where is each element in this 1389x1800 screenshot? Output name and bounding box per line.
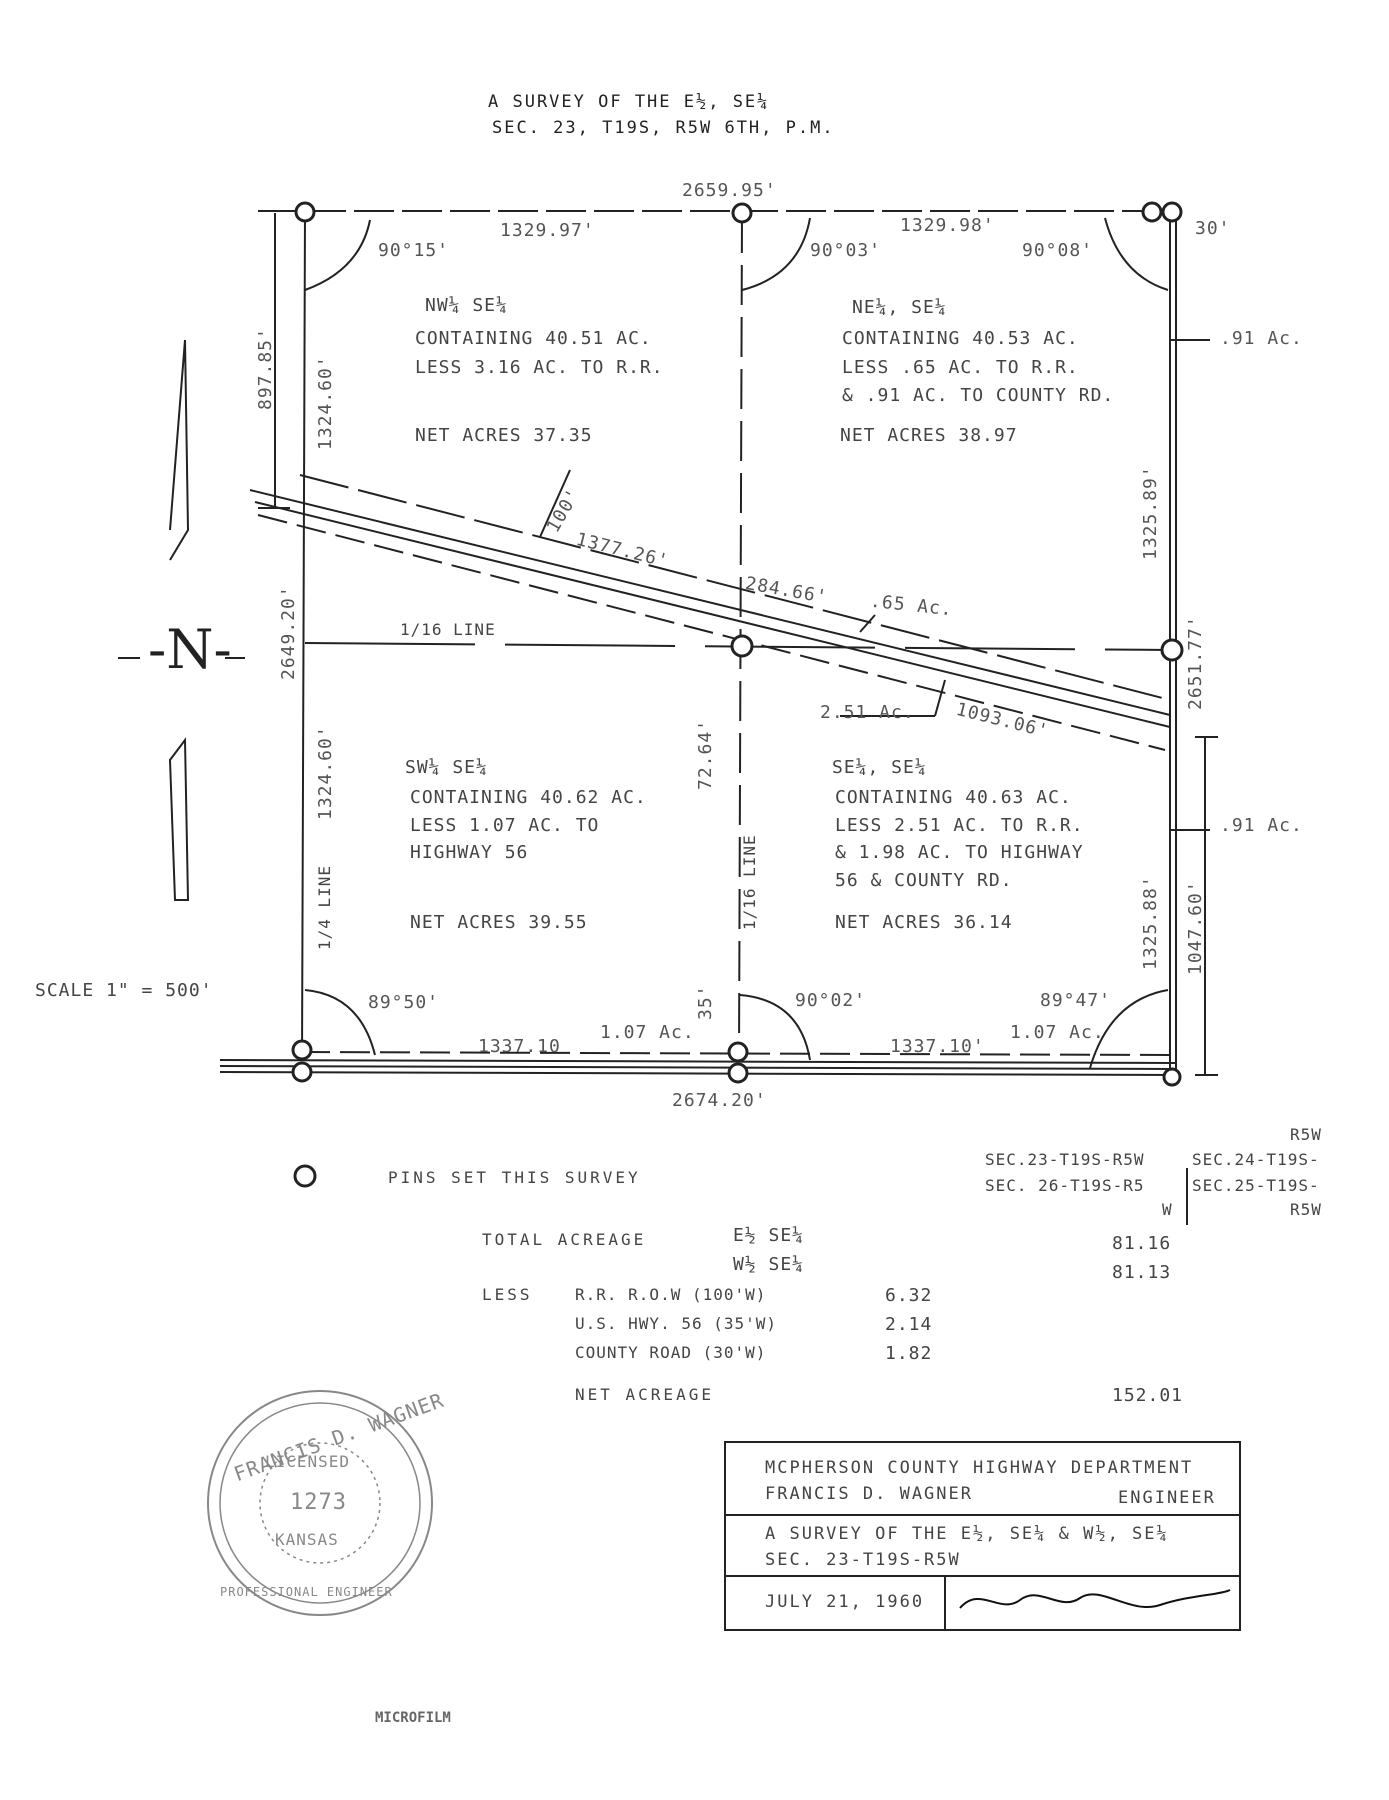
dim-top-offset: 30' <box>1195 218 1231 239</box>
plat-title-line1: A SURVEY OF THE E½, SE¼ <box>488 92 770 112</box>
title-block-survey-line2: SEC. 23-T19S-R5W <box>765 1550 961 1570</box>
angle-s-mid: 90°02' <box>795 990 867 1011</box>
acreage-county-value: 1.82 <box>885 1343 933 1364</box>
title-block-dept: MCPHERSON COUNTY HIGHWAY DEPARTMENT <box>765 1458 1194 1478</box>
quarter-se-less2: & 1.98 AC. TO HIGHWAY <box>835 842 1084 863</box>
plat-title-line2: SEC. 23, T19S, R5W 6TH, P.M. <box>492 118 835 138</box>
quarter-line-label: 1/4 LINE <box>315 864 334 950</box>
signature <box>959 1589 1231 1609</box>
quarter-ne-name: NE¼, SE¼ <box>852 297 947 318</box>
acreage-net-value: 152.01 <box>1112 1385 1184 1406</box>
acreage-less-label: LESS <box>482 1285 533 1304</box>
dim-hwy-35: 35' <box>695 984 716 1020</box>
microfilm-stamp: MICROFILM <box>375 1710 451 1726</box>
angle-ne: 90°08' <box>1022 240 1094 261</box>
quarter-se-name: SE¼, SE¼ <box>832 757 927 778</box>
angle-sw: 89°50' <box>368 992 440 1013</box>
quarter-ne-containing: CONTAINING 40.53 AC. <box>842 328 1079 349</box>
dim-left-lower: 1324.60' <box>315 725 336 820</box>
dim-left-upper-outer: 897.85' <box>255 327 276 410</box>
quarter-se-less3: 56 & COUNTY RD. <box>835 870 1013 891</box>
quarter-se-net: NET ACRES 36.14 <box>835 912 1013 933</box>
quarter-sw-less1: LESS 1.07 AC. TO <box>410 815 600 836</box>
seal-number: 1273 <box>290 1490 347 1515</box>
dim-mid-vertical: 72.64' <box>695 718 716 790</box>
section-25: SEC.25-T19S- <box>1192 1176 1320 1195</box>
legend-pins: PINS SET THIS SURVEY <box>388 1168 641 1187</box>
acreage-rr-value: 6.32 <box>885 1285 933 1306</box>
scale-label: SCALE 1" = 500' <box>35 980 213 1001</box>
acreage-total-label: TOTAL ACREAGE <box>482 1230 647 1249</box>
sixteenth-line-label: 1/16 LINE <box>400 620 496 639</box>
dim-top-right: 1329.98' <box>900 215 995 236</box>
title-block-engineer-name: FRANCIS D. WAGNER <box>765 1484 973 1504</box>
section-r5w-top: R5W <box>1290 1125 1322 1144</box>
seal-licensed: LICENSED <box>265 1452 351 1471</box>
quarter-sw-name: SW¼ SE¼ <box>405 757 488 778</box>
quarter-sw-less2: HIGHWAY 56 <box>410 842 529 863</box>
quarter-nw-name: NW¼ SE¼ <box>425 295 508 316</box>
title-block-engineer-title: ENGINEER <box>1118 1488 1216 1508</box>
dim-right-upper: 1325.89' <box>1140 465 1161 560</box>
dim-left-total: 2649.20' <box>278 585 299 680</box>
quarter-ne-less2: & .91 AC. TO COUNTY RD. <box>842 385 1115 406</box>
acreage-hwy-value: 2.14 <box>885 1314 933 1335</box>
title-block-date: JULY 21, 1960 <box>765 1592 925 1612</box>
angle-n-mid: 90°03' <box>810 240 882 261</box>
acreage-hwy: U.S. HWY. 56 (35'W) <box>575 1314 778 1333</box>
dim-right-lower: 1325.88' <box>1140 875 1161 970</box>
acreage-e2-value: 81.16 <box>1112 1233 1172 1254</box>
angle-se: 89°47' <box>1040 990 1112 1011</box>
ac-091-top: .91 Ac. <box>1220 328 1303 349</box>
acreage-w2-value: 81.13 <box>1112 1262 1172 1283</box>
north-arrow-label: -N- <box>148 618 232 681</box>
quarter-nw-containing: CONTAINING 40.51 AC. <box>415 328 652 349</box>
quarter-ne-net: NET ACRES 38.97 <box>840 425 1018 446</box>
ac-107-left: 1.07 Ac. <box>600 1022 695 1043</box>
dim-bottom-total: 2674.20' <box>672 1090 767 1111</box>
section-24: SEC.24-T19S- <box>1192 1150 1320 1169</box>
ac-251: 2.51 Ac. <box>820 702 915 723</box>
sixteenth-line-vert-label: 1/16 LINE <box>740 834 759 930</box>
angle-nw: 90°15' <box>378 240 450 261</box>
dim-bottom-left: 1337.10 <box>478 1036 561 1057</box>
quarter-se-containing: CONTAINING 40.63 AC. <box>835 787 1072 808</box>
acreage-rr: R.R. R.O.W (100'W) <box>575 1285 767 1304</box>
quarter-sw-net: NET ACRES 39.55 <box>410 912 588 933</box>
dim-right-outer: 1047.60' <box>1185 880 1206 975</box>
acreage-w2: W½ SE¼ <box>733 1254 805 1275</box>
dim-top-left: 1329.97' <box>500 220 595 241</box>
ac-091-bot: .91 Ac. <box>1220 815 1303 836</box>
quarter-nw-less: LESS 3.16 AC. TO R.R. <box>415 357 664 378</box>
dim-left-upper-inner: 1324.60' <box>315 355 336 450</box>
title-block-survey-line1: A SURVEY OF THE E½, SE¼ & W½, SE¼ <box>765 1524 1169 1544</box>
acreage-e2: E½ SE¼ <box>733 1225 805 1246</box>
section-r5w-bot: R5W <box>1290 1200 1322 1219</box>
dim-right-total: 2651.77' <box>1185 615 1206 710</box>
quarter-se-less1: LESS 2.51 AC. TO R.R. <box>835 815 1084 836</box>
seal-state: KANSAS <box>275 1530 339 1549</box>
section-w: W <box>1162 1200 1173 1219</box>
dim-top-total: 2659.95' <box>682 180 777 201</box>
ac-107-right: 1.07 Ac. <box>1010 1022 1105 1043</box>
acreage-county: COUNTY ROAD (30'W) <box>575 1343 767 1362</box>
dim-bottom-right: 1337.10' <box>890 1036 985 1057</box>
seal-bottom: PROFESSIONAL ENGINEER <box>220 1585 393 1599</box>
quarter-nw-net: NET ACRES 37.35 <box>415 425 593 446</box>
section-26: SEC. 26-T19S-R5 <box>985 1176 1145 1195</box>
acreage-net-label: NET ACREAGE <box>575 1385 714 1404</box>
quarter-ne-less1: LESS .65 AC. TO R.R. <box>842 357 1079 378</box>
quarter-sw-containing: CONTAINING 40.62 AC. <box>410 787 647 808</box>
section-23: SEC.23-T19S-R5W <box>985 1150 1145 1169</box>
